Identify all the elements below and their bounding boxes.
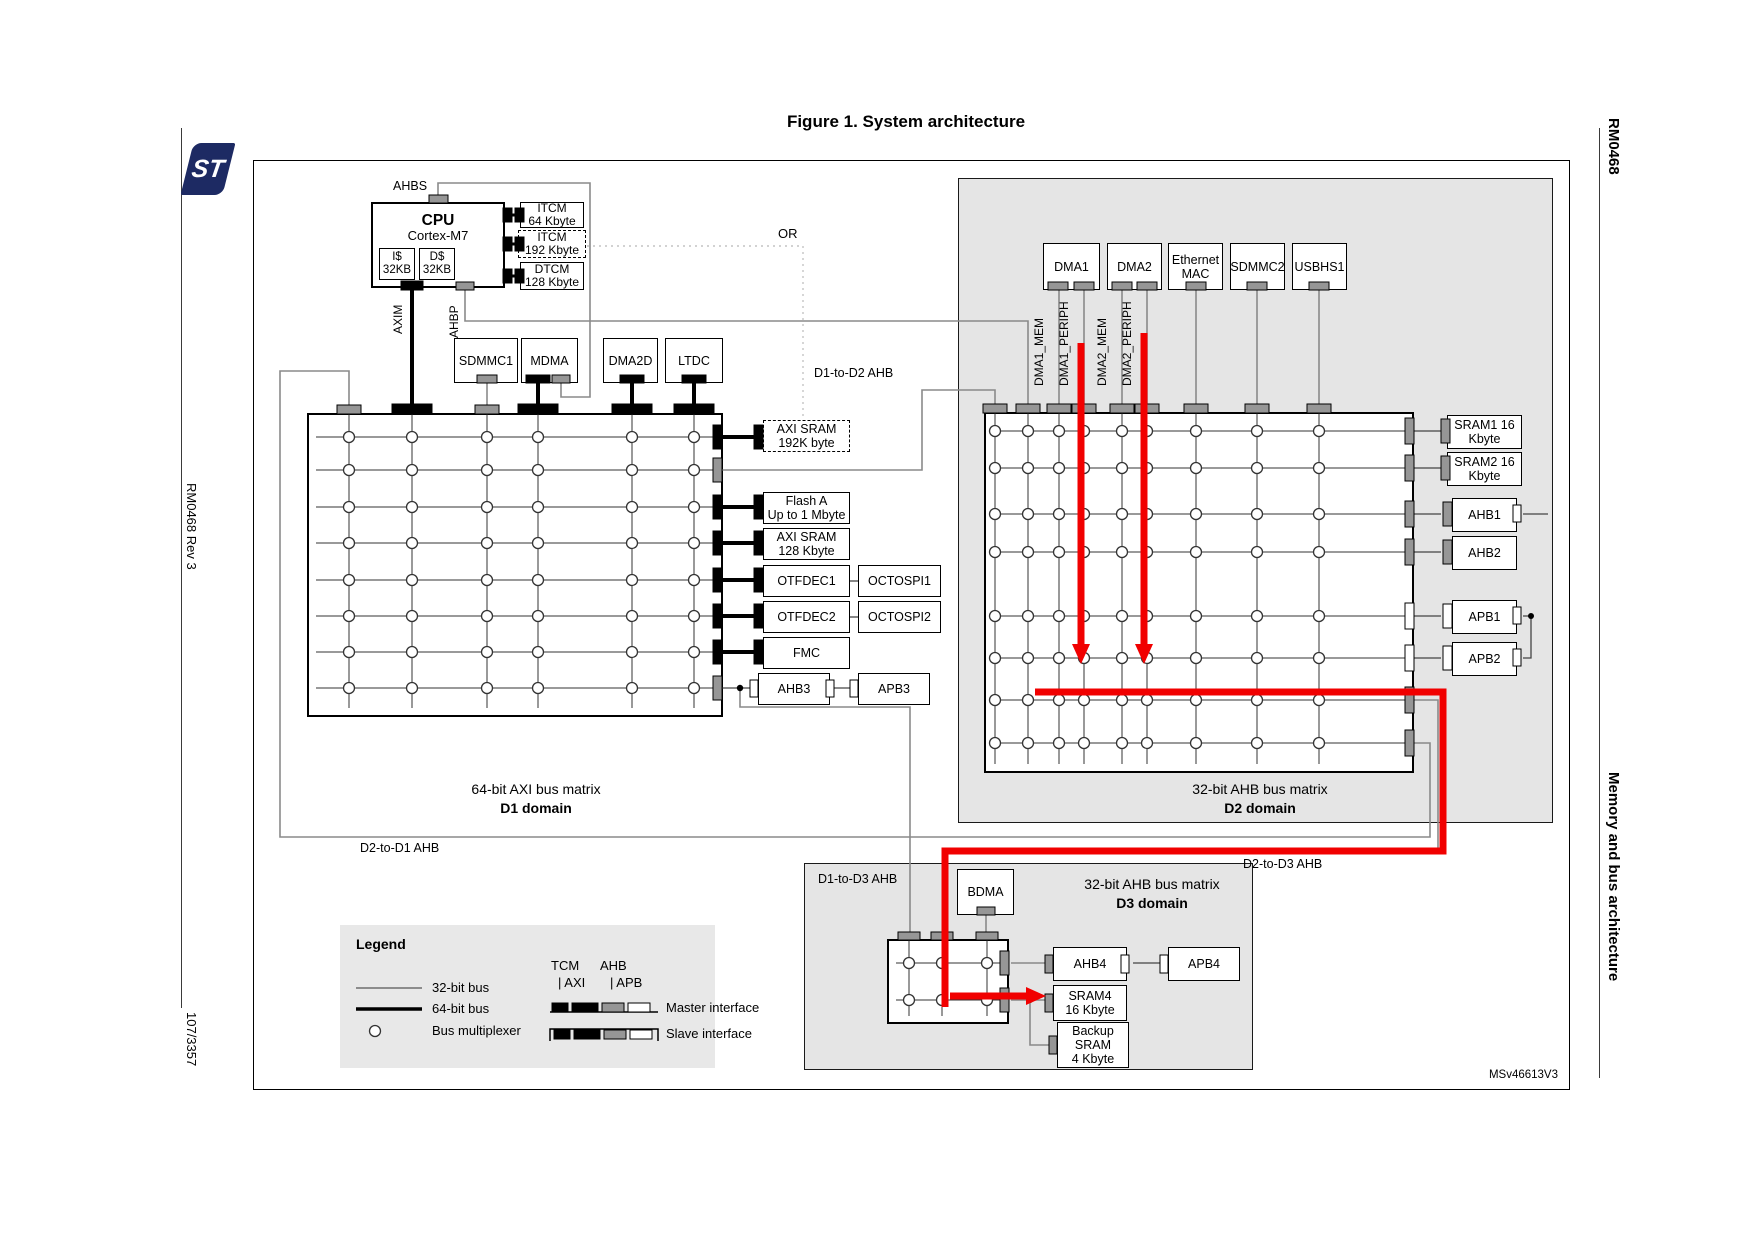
dma1-block: DMA1 [1043, 243, 1100, 290]
bdma-block: BDMA [957, 869, 1014, 915]
cpu-title: CPU [421, 212, 455, 229]
backup-sram-block: Backup SRAM 4 Kbyte [1057, 1022, 1129, 1068]
otfdec1-block: OTFDEC1 [763, 565, 850, 597]
sdmmc1-block: SDMMC1 [454, 338, 518, 383]
sram4-block: SRAM4 16 Kbyte [1053, 985, 1127, 1021]
right-margin-rule [1599, 128, 1601, 1078]
apb1-block: APB1 [1452, 600, 1517, 634]
page-number-label: 107/3357 [184, 1012, 199, 1067]
ahb4-block: AHB4 [1053, 947, 1127, 981]
legend-bus32-label: 32-bit bus [432, 980, 490, 995]
legend-tcm-label: TCM [551, 958, 580, 973]
dtcm-block: DTCM 128 Kbyte [520, 262, 584, 290]
ahb2-block: AHB2 [1452, 536, 1517, 570]
legend-mux-label: Bus multiplexer [432, 1023, 521, 1038]
legend-master-label: Master interface [666, 1000, 760, 1015]
legend-axi-label: | AXI [558, 975, 586, 990]
ahb1-block: AHB1 [1452, 498, 1517, 532]
dcache-block: D$ 32KB [419, 248, 455, 280]
otfdec2-block: OTFDEC2 [763, 601, 850, 633]
figure-frame [253, 160, 1570, 1090]
cpu-block: CPU Cortex-M7 I$ 32KB D$ 32KB [371, 202, 505, 288]
d2-to-d3-label: D2-to-D3 AHB [1243, 857, 1323, 871]
d2-domain-label: D2 domain [1224, 800, 1296, 816]
legend-slave-label: Slave interface [666, 1026, 752, 1041]
d1-matrix-title: 64-bit AXI bus matrix [471, 781, 601, 797]
fmc-block: FMC [763, 637, 850, 669]
doc-revision-label: RM0468 Rev 3 [184, 483, 199, 570]
doc-ref-label: RM0468 [1605, 118, 1622, 175]
dma2-periph-label: DMA2_PERIPH [1120, 301, 1134, 386]
st-logo-text: ST [190, 154, 227, 183]
mdma-block: MDMA [521, 338, 578, 383]
usbhs1-block: USBHS1 [1292, 243, 1347, 290]
icache-block: I$ 32KB [379, 248, 415, 280]
apb2-block: APB2 [1452, 642, 1517, 676]
cpu-subtitle: Cortex-M7 [407, 228, 469, 244]
d3-matrix-title: 32-bit AHB bus matrix [1084, 876, 1220, 892]
octospi1-block: OCTOSPI1 [858, 565, 941, 597]
sram2-block: SRAM2 16 Kbyte [1447, 452, 1522, 486]
st-logo: ST [180, 143, 236, 195]
chapter-label: Memory and bus architecture [1605, 772, 1622, 982]
itcm192-block: ITCM 192 Kbyte [518, 230, 586, 258]
left-margin-rule [181, 128, 183, 1008]
axi-sram-192k-block: AXI SRAM 192K byte [763, 420, 850, 452]
legend-apb-label: | APB [610, 975, 643, 990]
ltdc-block: LTDC [665, 338, 723, 383]
d1-to-d3-label: D1-to-D3 AHB [818, 872, 898, 886]
ahbs-port-label: AHBS [393, 179, 428, 193]
figure-code-label: MSv46613V3 [1488, 1069, 1558, 1081]
d2-to-d1-label: D2-to-D1 AHB [360, 841, 440, 855]
axi-sram-128k-block: AXI SRAM 128 Kbyte [763, 528, 850, 560]
axim-port-label: AXIM [391, 304, 405, 334]
ahb3-block: AHB3 [758, 673, 830, 705]
dma2-mem-label: DMA2_MEM [1095, 317, 1109, 386]
itcm64-block: ITCM 64 Kbyte [520, 201, 584, 228]
dma1-periph-label: DMA1_PERIPH [1057, 301, 1071, 386]
octospi2-block: OCTOSPI2 [858, 601, 941, 633]
or-label: OR [778, 226, 798, 241]
d1-domain-label: D1 domain [500, 800, 572, 816]
ethernet-mac-block: Ethernet MAC [1168, 243, 1223, 290]
sdmmc2-block: SDMMC2 [1230, 243, 1285, 290]
d3-domain-label: D3 domain [1116, 895, 1188, 911]
apb3-block: APB3 [858, 673, 930, 705]
apb4-block: APB4 [1168, 947, 1240, 981]
legend-panel [340, 925, 715, 1068]
d2-matrix-title: 32-bit AHB bus matrix [1192, 781, 1328, 797]
legend-ahb-label: AHB [600, 958, 627, 973]
flash-a-block: Flash A Up to 1 Mbyte [763, 492, 850, 524]
dma2-block: DMA2 [1107, 243, 1162, 290]
legend-bus64-label: 64-bit bus [432, 1001, 490, 1016]
dma2d-block: DMA2D [603, 338, 658, 383]
ahbp-port-label: AHBP [447, 305, 461, 338]
dma1-mem-label: DMA1_MEM [1032, 317, 1046, 386]
figure-title: Figure 1. System architecture [786, 112, 1026, 131]
legend-title: Legend [356, 936, 406, 952]
sram1-block: SRAM1 16 Kbyte [1447, 415, 1522, 449]
d1-to-d2-label: D1-to-D2 AHB [814, 366, 894, 380]
